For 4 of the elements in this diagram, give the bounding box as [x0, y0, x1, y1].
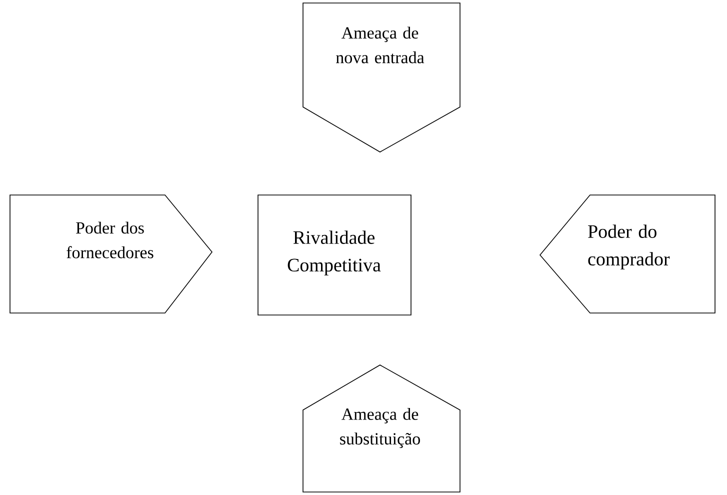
- arrow-pentagon: Poder dos fornecedores: [10, 194, 213, 314]
- process-box: Rivalidade Competitiva: [258, 194, 412, 316]
- arrow-pentagon: Ameaça de substituição: [302, 364, 460, 492]
- arrow-pentagon: Ameaça de nova entrada: [302, 2, 460, 152]
